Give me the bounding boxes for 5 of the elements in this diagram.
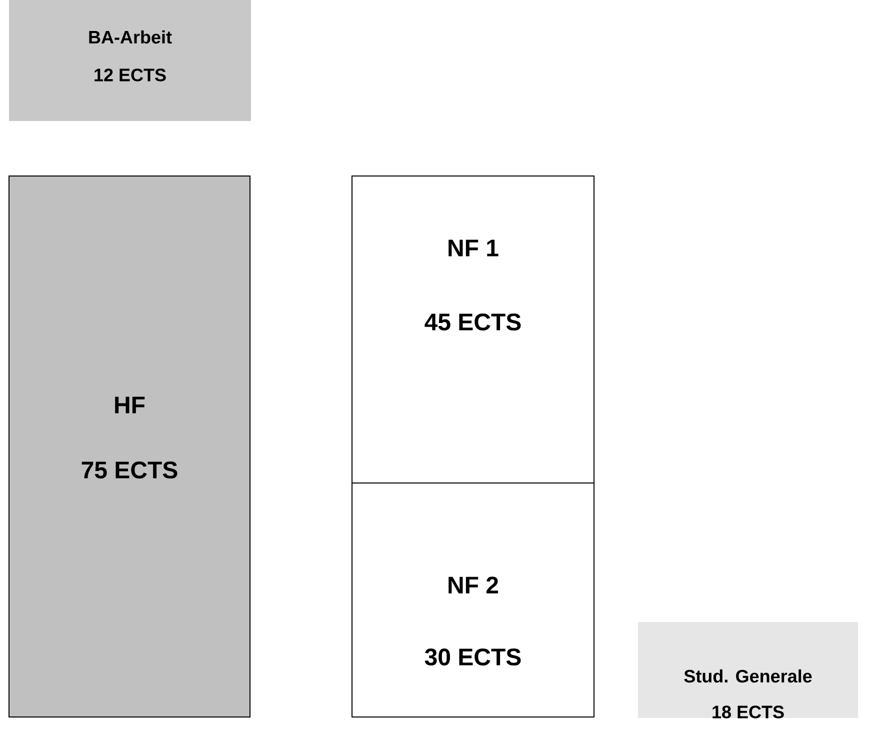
block-box: NF 2 30 ECTS [352,482,594,718]
block-box: NF 1 45 ECTS [352,176,594,484]
block-box: Stud. Generale 18 ECTS [638,622,858,718]
block-box: BA-Arbeit 12 ECTS [9,0,251,121]
block-box: HF 75 ECTS [8,176,250,718]
